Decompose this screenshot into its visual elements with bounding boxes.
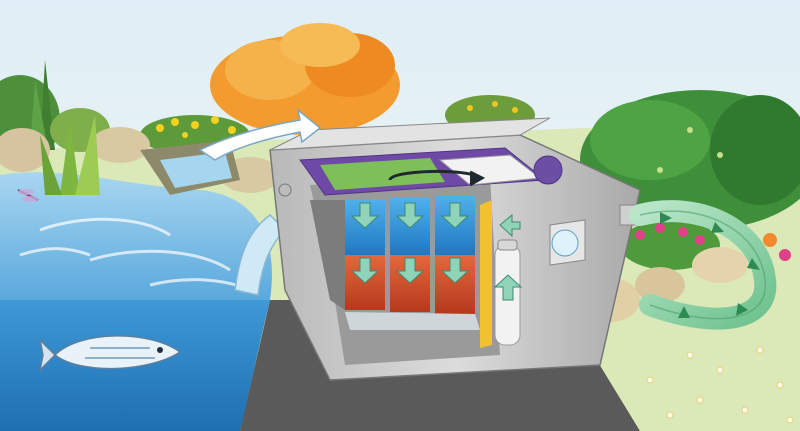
pond-ripples xyxy=(19,217,256,294)
flow-arrow-icon xyxy=(499,213,521,238)
flow-arrow-icon xyxy=(395,202,425,229)
yellow-divider xyxy=(480,200,492,348)
flow-arrow-icon xyxy=(350,202,380,229)
lawn-daisies xyxy=(646,346,794,424)
flow-arrow-icon xyxy=(350,257,380,284)
flow-arrow-icon xyxy=(440,257,470,284)
top-flow-arrow xyxy=(388,169,486,187)
autumn-tree xyxy=(210,23,400,150)
flow-arrow-icon xyxy=(493,274,523,301)
dragonfly-icon xyxy=(17,189,39,202)
filter-chamber-lower-grid xyxy=(345,312,480,330)
hose-flow-arrows xyxy=(660,212,760,318)
flow-arrows xyxy=(350,202,523,301)
flow-arrow-icon xyxy=(440,202,470,229)
pond-plants xyxy=(40,115,100,195)
flow-arrow-icon xyxy=(395,257,425,284)
inflow-arrow-icon xyxy=(198,108,322,161)
fish-icon xyxy=(38,335,182,373)
pond-water xyxy=(0,172,272,300)
